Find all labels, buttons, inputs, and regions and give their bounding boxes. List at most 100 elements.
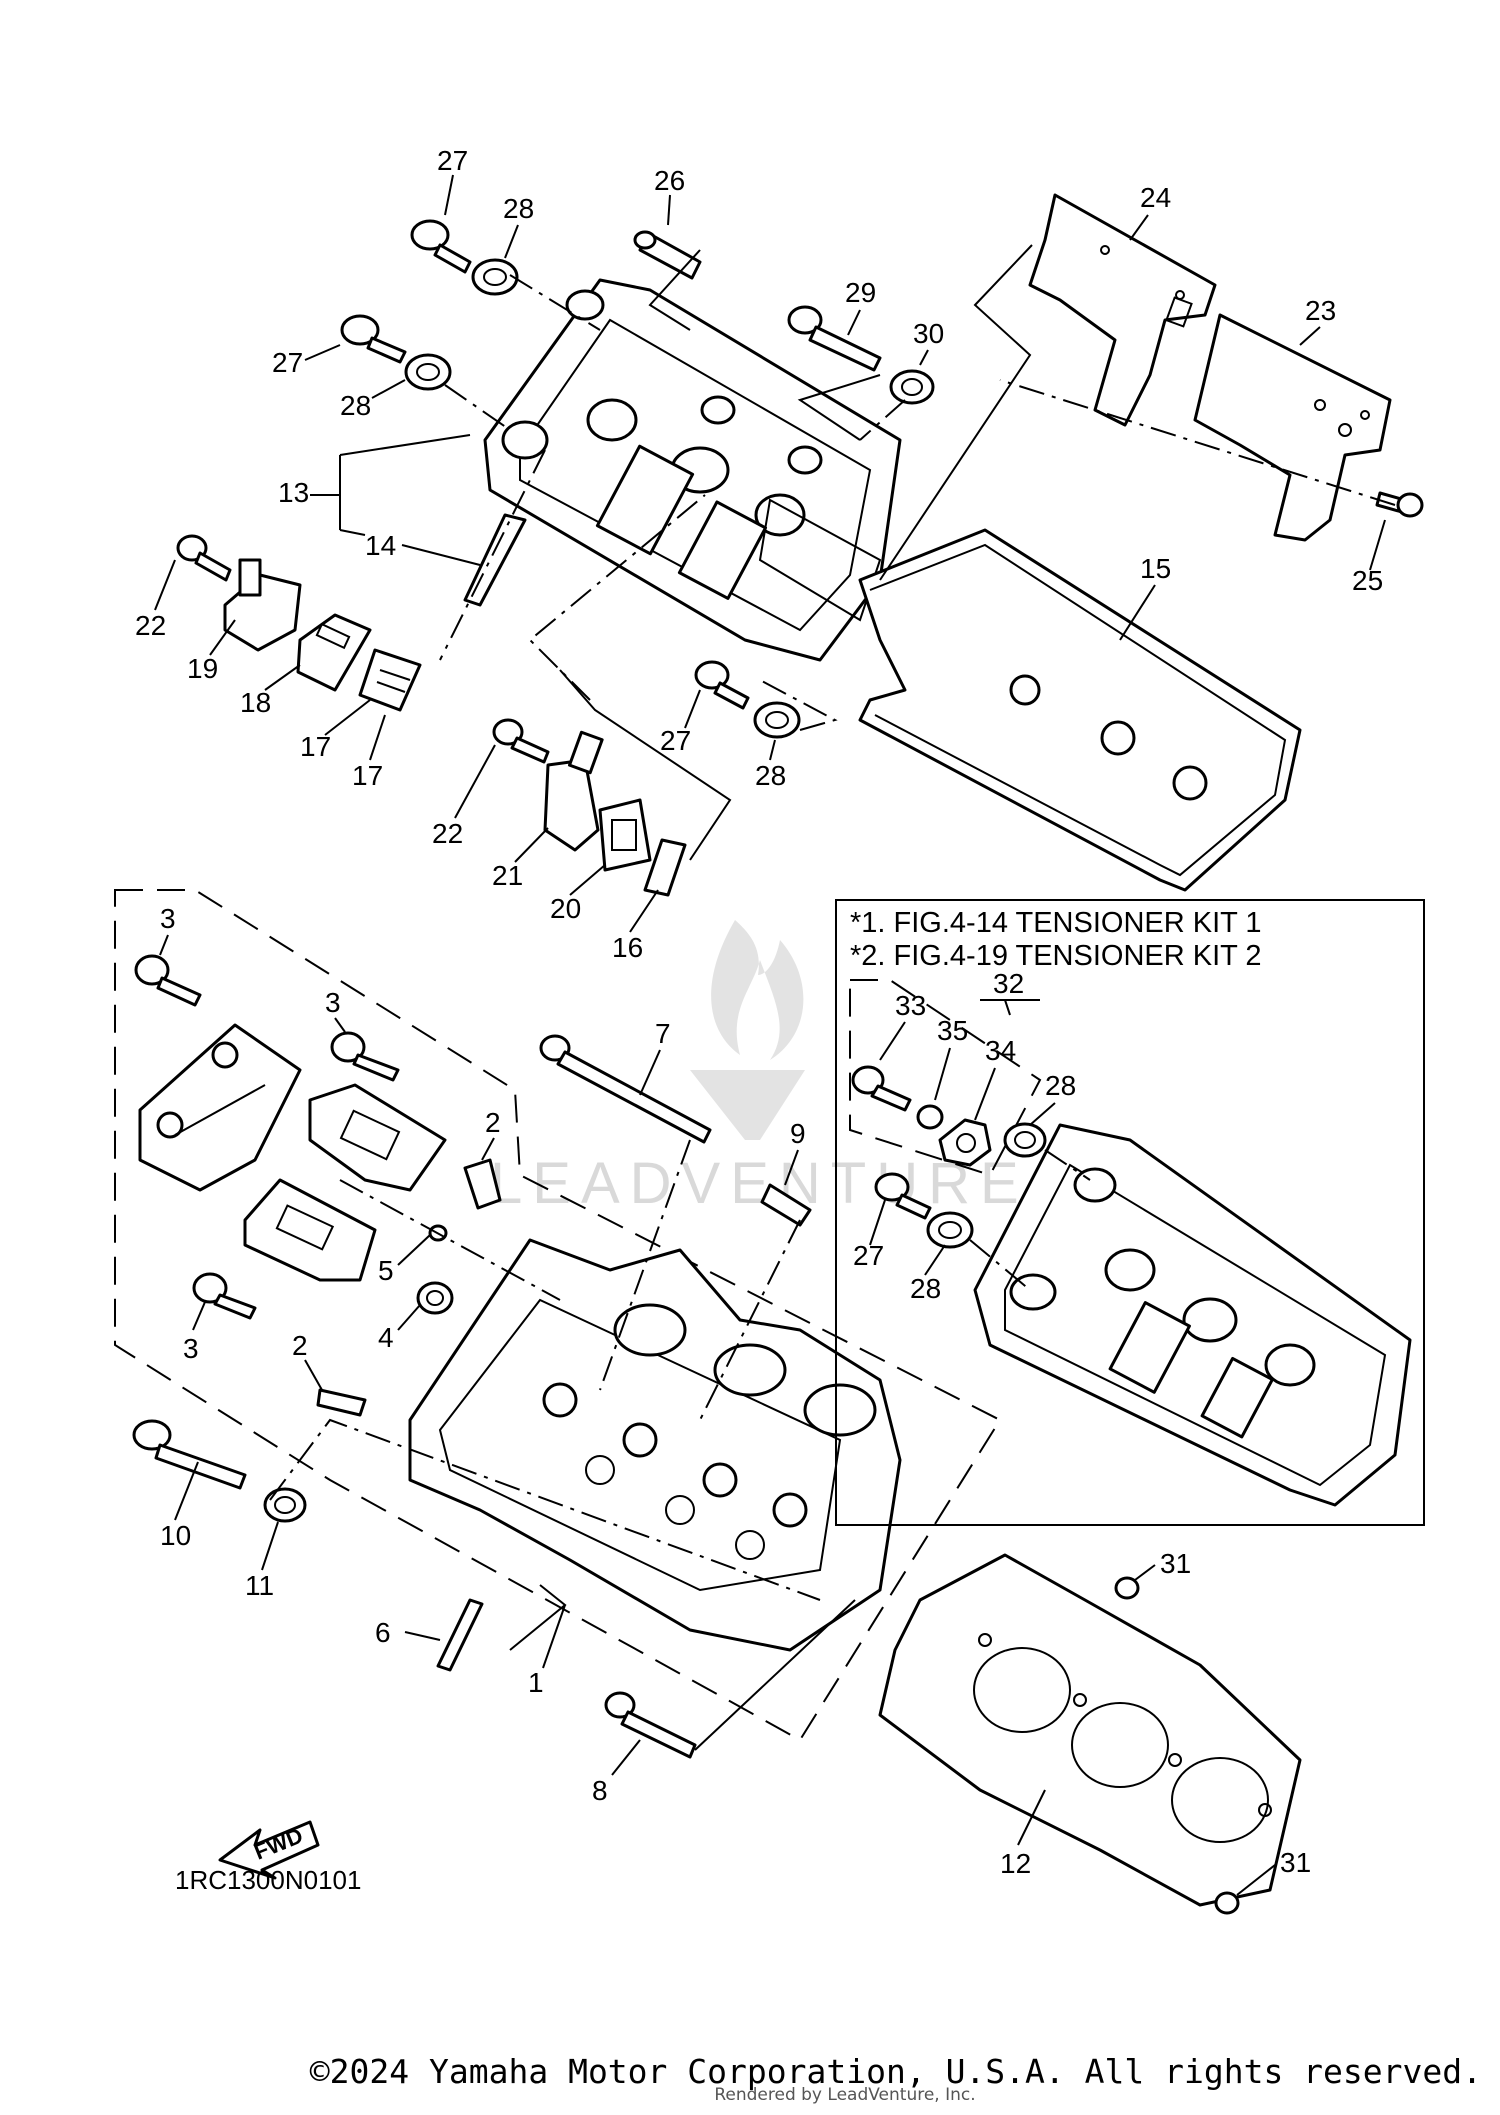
camshaft-cap-upper — [308, 1083, 447, 1192]
callout-10: 10 — [160, 1520, 191, 1551]
stud-6 — [436, 1598, 484, 1672]
callout-28-d: 28 — [1045, 1070, 1076, 1101]
callout-28-a: 28 — [503, 193, 534, 224]
bolt-3-top — [134, 954, 202, 1007]
inset-washer-28-upper — [1003, 1122, 1047, 1158]
callout-26: 26 — [654, 165, 685, 196]
callout-16: 16 — [612, 932, 643, 963]
inset-washer-35 — [916, 1104, 944, 1130]
callout-23: 23 — [1305, 295, 1336, 326]
callout-25: 25 — [1352, 565, 1383, 596]
sensor-9 — [760, 1183, 812, 1227]
callout-3-c: 3 — [183, 1333, 199, 1364]
callout-7: 7 — [655, 1018, 671, 1049]
dowel-31-top — [1114, 1576, 1140, 1600]
breather-cover-19 — [176, 534, 302, 652]
dowel-26 — [633, 230, 702, 280]
bolt-27-mid — [694, 660, 750, 710]
bolt-25 — [1375, 491, 1424, 518]
callout-33: 33 — [895, 990, 926, 1021]
callout-5: 5 — [378, 1255, 394, 1286]
bolt-3-low — [192, 1272, 257, 1320]
rendered-by-notice: Rendered by LeadVenture, Inc. — [714, 2085, 976, 2105]
dowel-31-bottom — [1214, 1891, 1240, 1915]
washer-28-left — [404, 353, 452, 391]
callout-22-b: 22 — [432, 818, 463, 849]
bolt-8 — [604, 1691, 697, 1759]
note-tensioner-kit-2: *2. FIG.4-19 TENSIONER KIT 2 — [850, 940, 1262, 972]
callout-17-b: 17 — [352, 760, 383, 791]
callout-leaders — [154, 174, 1386, 1896]
callout-3-a: 3 — [160, 903, 176, 934]
watermark-emblem — [690, 920, 805, 1140]
tensioner-kit-inset — [835, 899, 1425, 1526]
dowel-2-top — [463, 1158, 502, 1210]
callout-13: 13 — [278, 477, 309, 508]
callout-34: 34 — [985, 1035, 1016, 1066]
callout-28-b: 28 — [340, 390, 371, 421]
reference-lines-top — [439, 244, 1396, 861]
callout-27-c: 27 — [660, 725, 691, 756]
callout-4: 4 — [378, 1322, 394, 1353]
reed-valve-17 — [358, 648, 422, 712]
callout-20: 20 — [550, 893, 581, 924]
gasket-20 — [598, 798, 652, 872]
cylinder-head-cover-13 — [483, 278, 902, 662]
dowel-2-low — [316, 1388, 367, 1417]
diagram-id: 1RC1300N0101 — [175, 1865, 361, 1895]
callout-17-a: 17 — [300, 731, 331, 762]
bracket-14 — [463, 513, 527, 607]
bolt-27-top — [410, 219, 472, 274]
callout-11: 11 — [245, 1570, 274, 1601]
callout-28-c: 28 — [755, 760, 786, 791]
inset-bolt-27 — [874, 1172, 932, 1220]
callout-28-e: 28 — [910, 1273, 941, 1304]
oil-pipe-10 — [132, 1419, 247, 1490]
bolt-29 — [787, 305, 882, 372]
callout-27-b: 27 — [272, 347, 303, 378]
fwd-arrow-icon: FWD — [218, 1820, 320, 1880]
inset-washer-28-lower — [926, 1211, 974, 1249]
inset-reference-lines — [969, 1149, 1091, 1291]
callout-14: 14 — [365, 530, 396, 561]
callout-31-b: 31 — [1280, 1847, 1311, 1878]
washer-28-mid — [753, 701, 801, 739]
callout-1: 1 — [528, 1667, 544, 1698]
washer-28-top — [471, 258, 519, 296]
reference-lines-middle — [269, 1139, 856, 1751]
callout-15: 15 — [1140, 553, 1171, 584]
note-tensioner-kit-1: *1. FIG.4-14 TENSIONER KIT 1 — [850, 907, 1262, 939]
washer-30 — [889, 369, 935, 405]
inset-bolt-33 — [851, 1065, 912, 1112]
callout-21: 21 — [492, 860, 523, 891]
callout-18: 18 — [240, 687, 271, 718]
bolt-27-left — [340, 314, 407, 364]
cylinder-head-1 — [408, 1238, 902, 1652]
plate-23 — [1193, 313, 1392, 542]
callout-2-b: 2 — [292, 1330, 308, 1361]
callout-labels: 27 28 26 24 29 30 23 27 28 13 14 15 25 2… — [135, 145, 1383, 1879]
callout-31-a: 31 — [1160, 1548, 1191, 1579]
camshaft-cap-left — [138, 1023, 302, 1192]
callout-8: 8 — [592, 1775, 608, 1806]
bolt-3-mid — [330, 1031, 400, 1082]
callout-3-b: 3 — [325, 987, 341, 1018]
stud-bolt-7 — [539, 1034, 712, 1144]
gasket-18 — [296, 613, 372, 692]
plug-11 — [263, 1487, 307, 1523]
callout-30: 30 — [913, 318, 944, 349]
callout-27-d: 27 — [853, 1240, 884, 1271]
callout-2-a: 2 — [485, 1107, 501, 1138]
inset-head-cover — [973, 1123, 1412, 1507]
inset-tensioner-34 — [938, 1118, 992, 1167]
callout-19: 19 — [187, 653, 218, 684]
bolt-22-lower — [492, 718, 550, 764]
callout-35: 35 — [937, 1015, 968, 1046]
callout-24: 24 — [1140, 182, 1171, 213]
breather-cover-21 — [543, 730, 604, 852]
head-cover-gasket-15 — [858, 528, 1302, 892]
assembly-boundary — [114, 889, 1002, 1742]
plate-24 — [1028, 193, 1217, 427]
callout-9: 9 — [790, 1118, 806, 1149]
head-gasket-12 — [878, 1553, 1302, 1907]
